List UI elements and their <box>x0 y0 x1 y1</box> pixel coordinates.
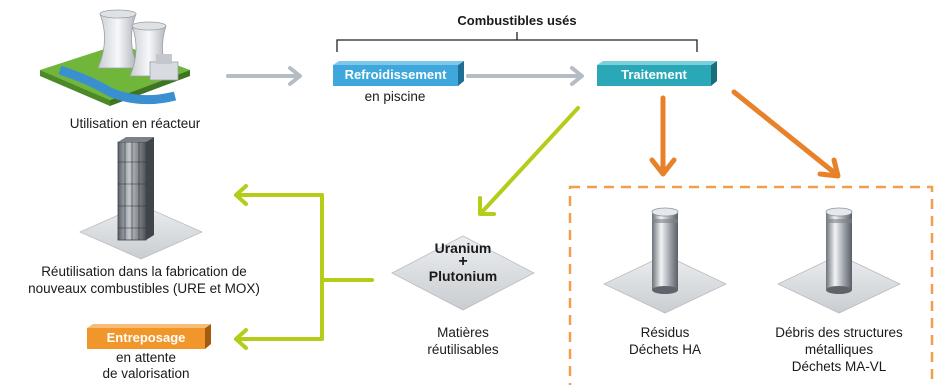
debris-label-line3: Déchets MA-VL <box>791 359 887 374</box>
materials-label-line2: réutilisables <box>427 342 499 357</box>
green-feedback-arrows <box>234 184 374 350</box>
treatment-box-label: Traitement <box>597 65 711 86</box>
residues-label-line2: Déchets HA <box>628 342 702 357</box>
cooling-box <box>333 61 464 86</box>
debris-container-icon <box>777 207 901 314</box>
cooling-sub-label: en piscine <box>364 89 426 104</box>
materials-plate <box>391 235 535 311</box>
gray-arrows <box>226 66 584 86</box>
spent-fuel-bracket <box>336 32 698 52</box>
reactor-plant-icon <box>40 9 190 106</box>
debris-label-line2: métalliques <box>804 342 874 357</box>
treatment-box <box>597 61 717 86</box>
reuse-label-line1: Réutilisation dans la fabrication de <box>41 264 247 279</box>
reactor-use-label: Utilisation en réacteur <box>69 116 201 131</box>
materials-label-line1: Matières <box>437 325 489 340</box>
uranium-label: Uranium <box>434 240 492 256</box>
waste-dashed-frame <box>568 185 934 385</box>
green-arrow-treatment-materials <box>478 106 580 216</box>
orange-arrows <box>649 89 841 179</box>
spent-fuel-label: Combustibles usés <box>457 13 577 28</box>
cooling-box-label: Refroidissement <box>333 65 458 86</box>
residues-label-line1: Résidus <box>640 325 690 340</box>
plus-sign: + <box>458 253 468 270</box>
storage-box <box>87 324 211 349</box>
storage-box-label: Entreposage <box>87 328 205 349</box>
fuel-assembly-icon <box>79 137 203 260</box>
debris-label-line1: Débris des structures <box>775 325 903 340</box>
plutonium-label: Plutonium <box>428 268 498 284</box>
storage-sub-line2: de valorisation <box>102 366 190 381</box>
reuse-label-line2: nouveaux combustibles (URE et MOX) <box>28 281 260 296</box>
storage-sub-line1: en attente <box>115 350 177 365</box>
residues-container-icon <box>603 207 727 314</box>
